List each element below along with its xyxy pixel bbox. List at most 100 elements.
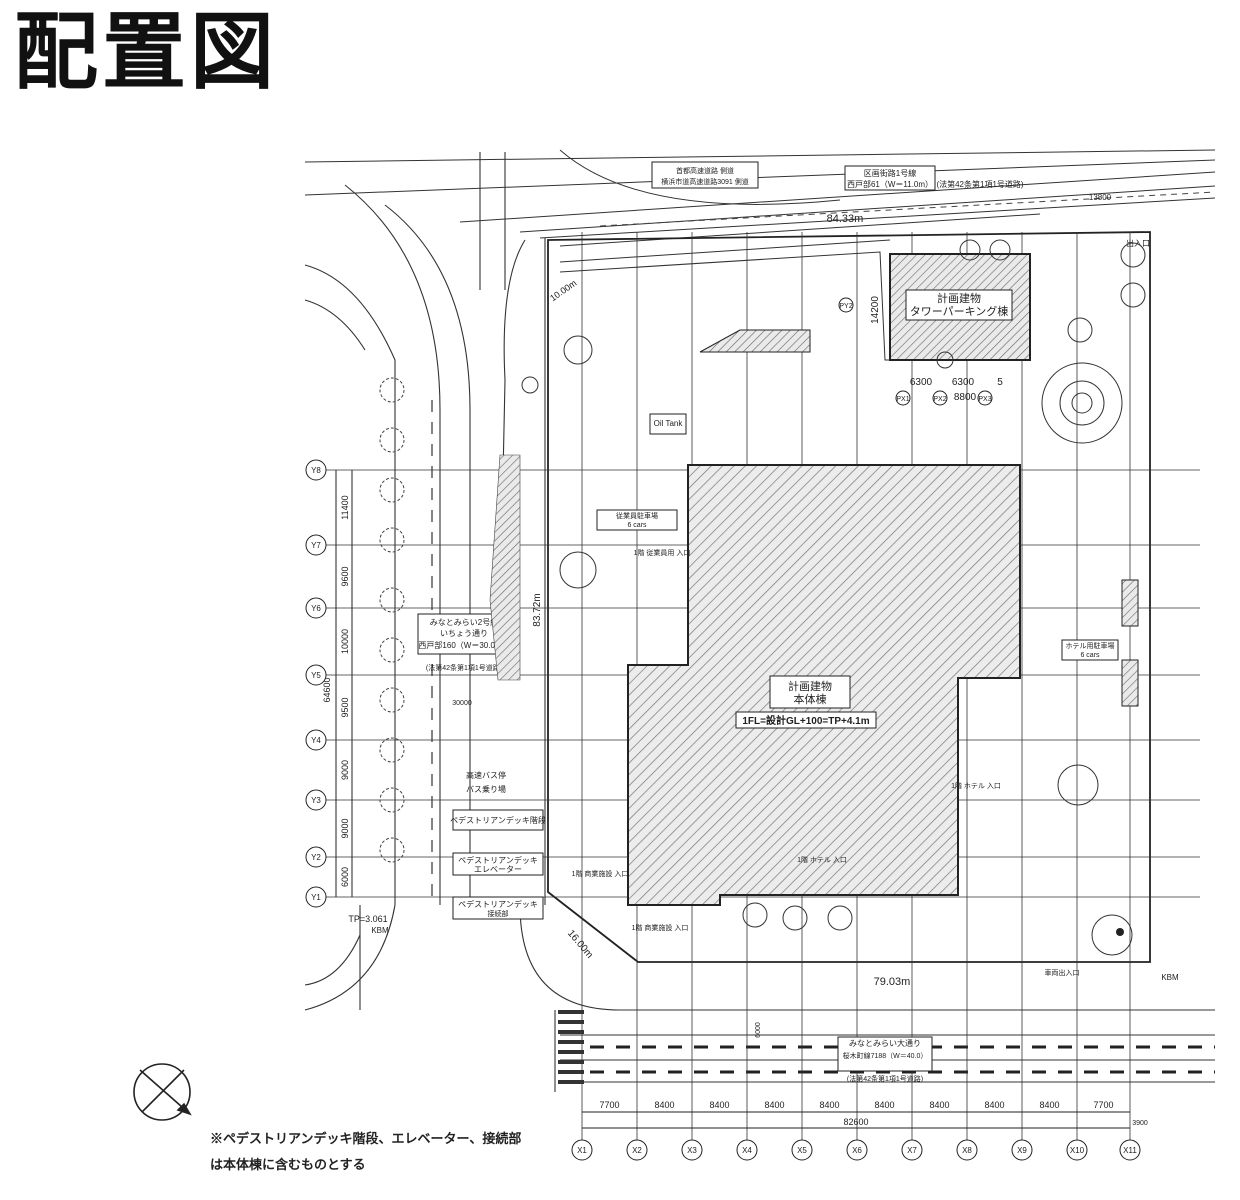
x-span-label: 8400: [819, 1100, 839, 1110]
grid-bubble-y: [305, 459, 327, 481]
staff-parking: 従業員駐車場: [616, 511, 658, 520]
x-span-label: 8400: [709, 1100, 729, 1110]
dim-8800: 8800: [954, 392, 977, 403]
grid-bubble-y: [305, 789, 327, 811]
south-road-box: [837, 1036, 933, 1072]
hotel-parking-box: [1061, 639, 1119, 661]
shop-entrance-2: 1階 商業施設 入口: [632, 923, 689, 932]
grid-label-y: Y7: [311, 541, 321, 550]
y-span-label: 9000: [340, 760, 350, 780]
grid-label-y: Y2: [311, 853, 321, 862]
x-span-label: 7700: [599, 1100, 619, 1110]
x-span-label: 8400: [654, 1100, 674, 1110]
dim-14200: 14200: [870, 296, 881, 324]
corner-dim: 16.00m: [565, 928, 595, 961]
west-road-3: 西戸部160（W＝30.0m）: [418, 640, 509, 650]
north-road-box: [844, 165, 936, 191]
south-road-3: (法第42条第1項1号道路): [847, 1074, 923, 1083]
grid-label-x: X5: [797, 1146, 807, 1155]
x-total: 82600: [843, 1117, 868, 1127]
kbm-east: KBM: [1161, 973, 1179, 982]
north-road-dash: [599, 191, 1216, 227]
x-span-label: 7700: [1093, 1100, 1113, 1110]
grid-label-y: Y1: [311, 893, 321, 902]
shop-entrance: 1階 商業施設 入口: [572, 869, 629, 878]
x-span-label: 8400: [764, 1100, 784, 1110]
grid-bubble-x: [681, 1139, 703, 1161]
grid-bubble-x: [1119, 1139, 1141, 1161]
main-label-1: 計画建物: [788, 679, 832, 693]
deck-elevator-1: ペデストリアンデッキ: [458, 855, 538, 865]
grid-bubble-y: [305, 664, 327, 686]
grid-bubble-x: [791, 1139, 813, 1161]
x-end-offset: 3900: [1132, 1120, 1148, 1127]
footnote-line-1: ※ペデストリアンデッキ階段、エレベーター、接続部: [210, 1131, 522, 1146]
hotel-parking-cars: 6 cars: [1080, 652, 1100, 659]
west-road-2: いちょう通り: [440, 628, 488, 638]
tower-label-1: 計画建物: [937, 291, 981, 305]
west-width: 30000: [452, 700, 472, 707]
grid-label-y: Y5: [311, 671, 321, 680]
grid-label-x: X8: [962, 1146, 972, 1155]
kbm-west: KBM: [371, 926, 389, 935]
staff-parking-box: [596, 509, 678, 531]
oil-tank-box: [649, 413, 687, 435]
north-arrow-icon: [133, 1063, 192, 1121]
main-level-box: [735, 711, 877, 729]
vehicle-exit: 車両出入口: [1045, 968, 1080, 977]
grid-label-y: Y4: [311, 736, 321, 745]
landscape-circles: [521, 239, 1146, 956]
deck-connection-1: ペデストリアンデッキ: [458, 899, 538, 909]
x-span-label: 8400: [984, 1100, 1004, 1110]
north-upper-2: 横浜市道高速道路3091 側道: [661, 177, 749, 186]
x-span-label: 8400: [1039, 1100, 1059, 1110]
y-span-label: 11400: [340, 495, 350, 519]
deck-elevator-2: エレベーター: [474, 865, 522, 874]
grid-bubble-x: [901, 1139, 923, 1161]
hotel-entrance: 1階 ホテル 入口: [951, 781, 1001, 790]
ne-stair-hatch: [699, 329, 811, 353]
north-upper-box: [651, 161, 759, 189]
grid-bubble-y: [305, 729, 327, 751]
grid-bubble-y: [305, 886, 327, 908]
crosswalk: [558, 1010, 584, 1084]
deck-stairs-box: [452, 809, 544, 831]
py-label-px3: PX3: [978, 396, 991, 403]
north-road-3: (法第42条第1項1号道路): [936, 179, 1023, 189]
footnote-line-2: は本体棟に含むものとする: [210, 1157, 366, 1172]
south-road-2: 桜木町線7188（W＝40.0）: [843, 1051, 928, 1060]
bus-stop-1: 高速バス停: [466, 770, 506, 780]
grid-label-x: X3: [687, 1146, 697, 1155]
tower-dim-1: 6300: [910, 377, 933, 388]
hotel-entrance-2: 1階 ホテル 入口: [797, 855, 847, 864]
south-dim: 6000: [755, 1022, 762, 1038]
site-boundary: [547, 231, 1151, 963]
staff-entrance: 1階 従業員用 入口: [634, 548, 691, 557]
grid-bubble-x: [846, 1139, 868, 1161]
y-total: 64600: [322, 677, 332, 702]
y-span-label: 9000: [340, 818, 350, 838]
py-label-px2: PX2: [933, 396, 946, 403]
west-road: [304, 152, 1215, 1092]
north-upper-1: 首都高速道路 側道: [676, 166, 734, 175]
py-label-px1: PX1: [896, 396, 909, 403]
north-road: [304, 149, 1216, 263]
grid-label-x: X7: [907, 1146, 917, 1155]
corner-dim-ne: 10.00m: [548, 278, 578, 303]
grid-label-x: X2: [632, 1146, 642, 1155]
page-title: 配置図: [14, 2, 279, 101]
north-road-1: 区画街路1号線: [864, 168, 916, 178]
west-length: 83.72m: [532, 593, 543, 626]
tower-dim-3: 5: [997, 377, 1003, 388]
staff-parking-cars: 6 cars: [627, 522, 647, 529]
grid-bubble-x: [956, 1139, 978, 1161]
grid-bubble-x: [1011, 1139, 1033, 1161]
x-span-label: 8400: [874, 1100, 894, 1110]
grid-label-x: X6: [852, 1146, 862, 1155]
tower-parking-label-box: [905, 289, 1013, 321]
grid-bubble-x: [571, 1139, 593, 1161]
